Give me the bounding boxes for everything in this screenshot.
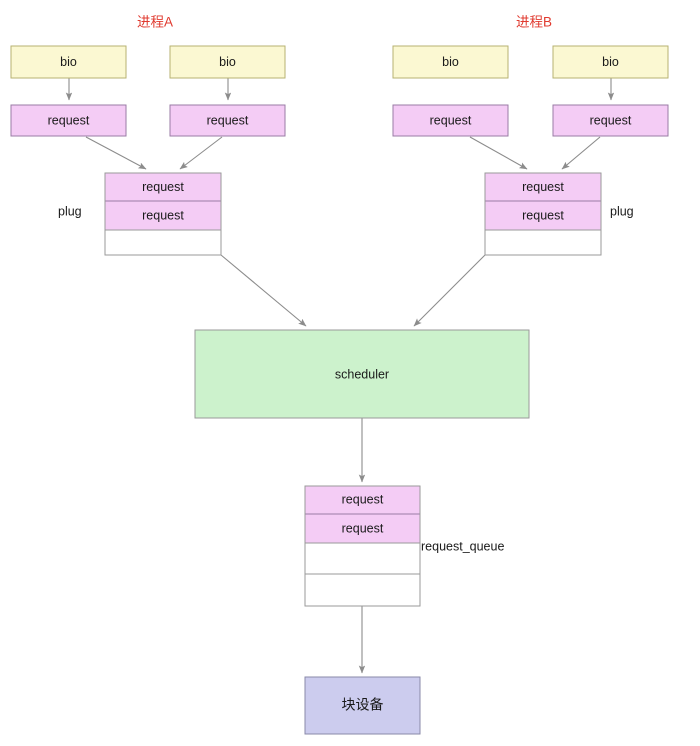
request-box-3-label: request — [430, 113, 472, 127]
request-box-4[interactable]: request — [552, 104, 669, 137]
plug-b-slot-1-label: request — [522, 180, 564, 194]
bio-box-1[interactable]: bio — [10, 45, 127, 79]
request-box-3[interactable]: request — [392, 104, 509, 137]
request-queue-slot-3-empty — [304, 542, 421, 575]
request-box-1-label: request — [48, 113, 90, 127]
bio-box-2[interactable]: bio — [169, 45, 286, 79]
plug-a-slot-3-empty — [104, 229, 222, 256]
bio-box-1-label: bio — [60, 55, 77, 69]
request-box-4-label: request — [590, 113, 632, 127]
bio-box-4[interactable]: bio — [552, 45, 669, 79]
block-device-label: 块设备 — [342, 697, 384, 713]
request-box-2[interactable]: request — [169, 104, 286, 137]
edge-plug-a-scheduler — [220, 254, 307, 327]
plug-b-side-label: plug — [610, 204, 634, 218]
request-queue-slot-1-label: request — [342, 492, 384, 506]
bio-box-3[interactable]: bio — [392, 45, 509, 79]
edge-request3-plug-b — [469, 136, 528, 170]
request-box-1[interactable]: request — [10, 104, 127, 137]
edge-request1-plug-a — [85, 136, 147, 170]
process-a-title: 进程A — [137, 15, 173, 30]
process-b-title: 进程B — [516, 15, 552, 30]
block-device-box[interactable]: 块设备 — [304, 676, 421, 735]
request-queue-side-label: request_queue — [421, 539, 504, 553]
bio-box-2-label: bio — [219, 55, 236, 69]
edge-request2-plug-a — [179, 136, 223, 170]
bio-box-3-label: bio — [442, 55, 459, 69]
scheduler-box[interactable]: scheduler — [194, 329, 530, 419]
plug-b-slot-2-label: request — [522, 208, 564, 222]
plug-b-stack[interactable]: request request — [484, 172, 602, 256]
scheduler-label: scheduler — [335, 367, 389, 381]
request-queue-slot-4-empty — [304, 573, 421, 607]
request-box-2-label: request — [207, 113, 249, 127]
plug-b-slot-3-empty — [484, 229, 602, 256]
request-queue-slot-2-label: request — [342, 521, 384, 535]
request-queue-stack[interactable]: request request — [304, 485, 421, 607]
plug-a-stack[interactable]: request request — [104, 172, 222, 256]
edge-plug-b-scheduler — [413, 254, 486, 327]
plug-a-side-label: plug — [58, 204, 82, 218]
bio-box-4-label: bio — [602, 55, 619, 69]
plug-a-slot-2-label: request — [142, 208, 184, 222]
plug-a-slot-1-label: request — [142, 180, 184, 194]
edge-request4-plug-b — [561, 136, 601, 170]
